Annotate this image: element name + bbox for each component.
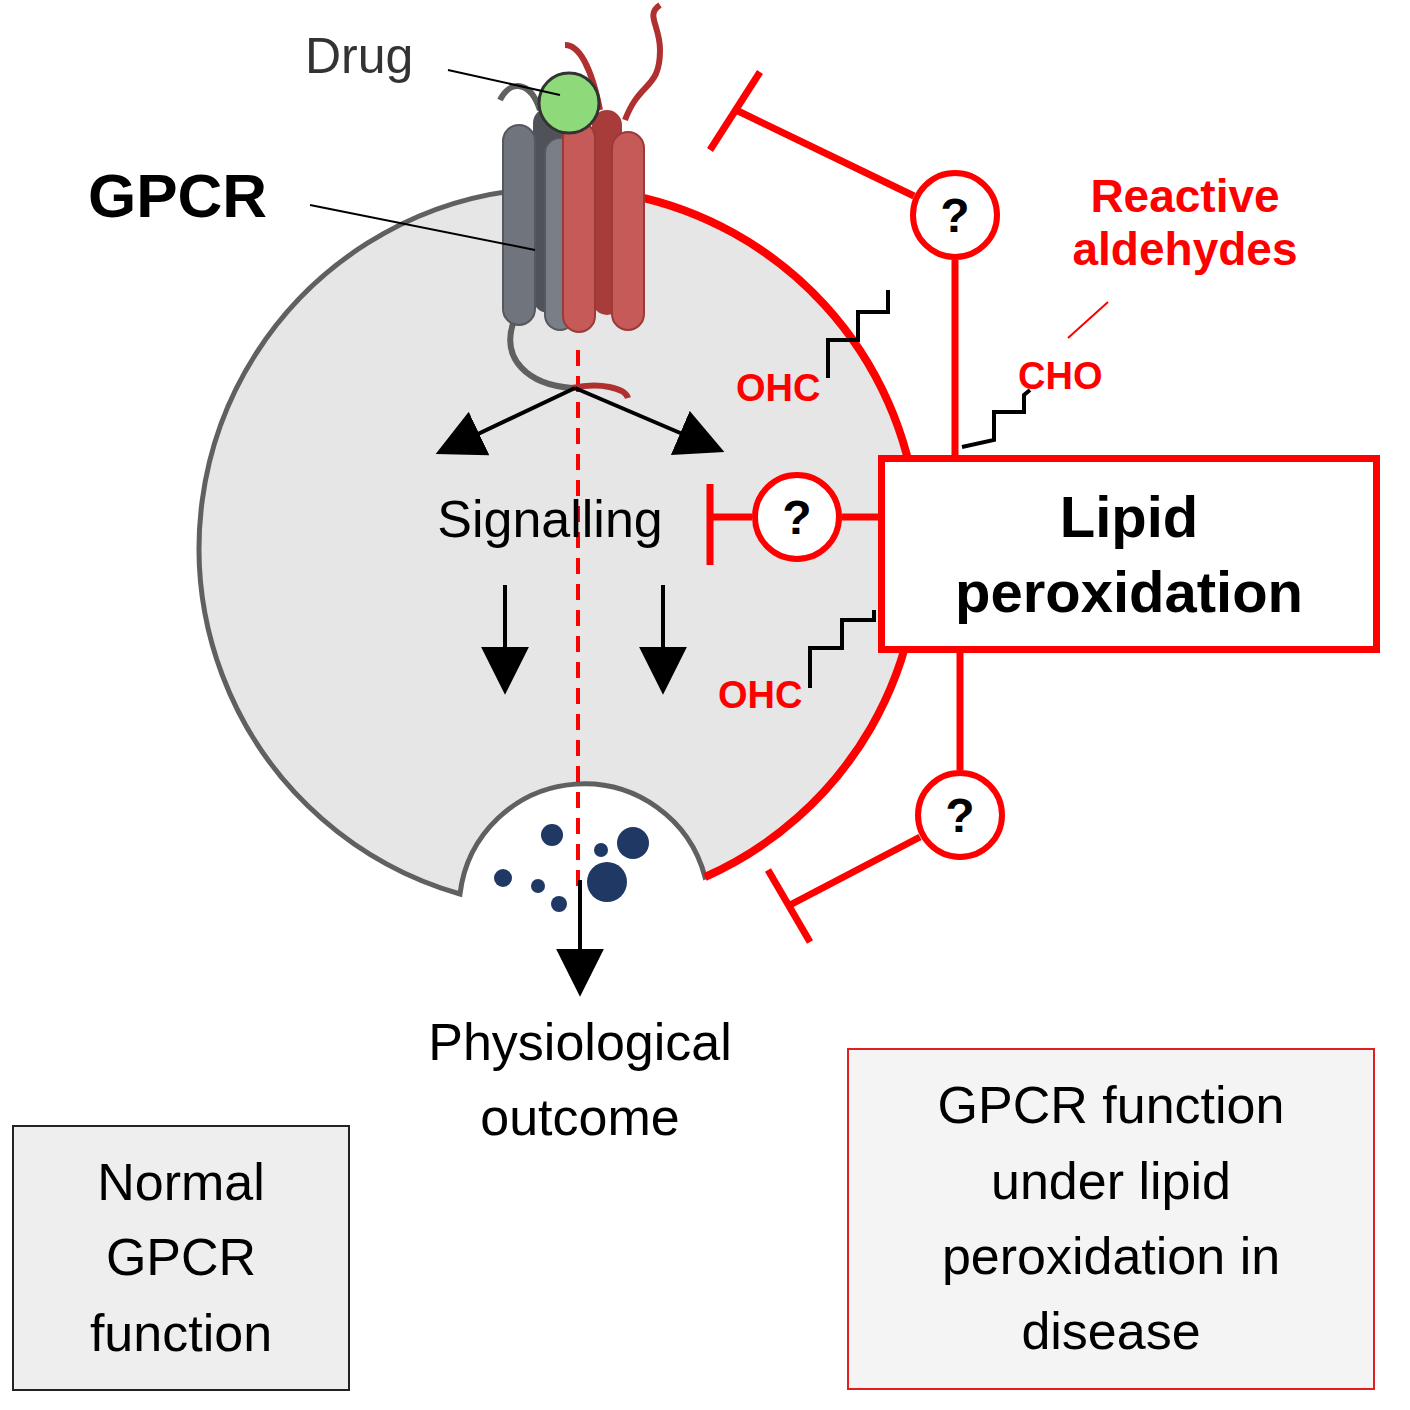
gpcr-receptor — [500, 5, 660, 398]
leader-line — [310, 205, 535, 250]
signal-arrow — [503, 585, 507, 690]
legend-box: Normal GPCR function — [12, 1125, 350, 1391]
node-text: ? — [940, 188, 969, 243]
outcome-arrow — [578, 880, 582, 992]
receptor-label: GPCR — [88, 160, 328, 231]
leader-line — [1068, 302, 1108, 338]
unknown-mechanism: ? — [752, 472, 842, 562]
aldehyde-chain — [810, 610, 874, 688]
drug-label: Drug — [305, 28, 465, 86]
peroxidised-membrane — [630, 195, 919, 877]
signalling-label: Signalling — [395, 490, 705, 550]
node-text: ? — [945, 788, 974, 843]
process-box: Lipid peroxidation — [878, 455, 1380, 653]
unknown-mechanism: ? — [910, 170, 1000, 260]
aldehyde-label: Reactive aldehydes — [1025, 170, 1345, 276]
node-text: Normal GPCR function — [44, 1145, 318, 1371]
aldehyde-group: OHC — [718, 674, 838, 718]
aldehyde-group: OHC — [736, 367, 856, 411]
dashed-inhibition-line — [576, 350, 580, 895]
signal-arrow — [440, 388, 575, 452]
connector-line — [957, 653, 964, 770]
connector-line — [842, 514, 878, 521]
connector-line — [952, 260, 959, 455]
unknown-mechanism: ? — [915, 770, 1005, 860]
secretory-vesicles — [494, 824, 649, 912]
aldehyde-chain — [962, 390, 1030, 447]
node-text: GPCR function under lipid peroxidation i… — [889, 1068, 1333, 1370]
node-text: ? — [782, 490, 811, 545]
signal-arrow — [575, 388, 720, 450]
aldehyde-chain — [828, 290, 888, 378]
node-text: Lipid peroxidation — [925, 479, 1333, 630]
legend-box: GPCR function under lipid peroxidation i… — [847, 1048, 1375, 1390]
leader-line — [448, 70, 560, 95]
aldehyde-group: CHO — [1018, 355, 1138, 399]
signal-arrow — [661, 585, 665, 690]
outcome-label: Physiological outcome — [365, 1005, 795, 1156]
